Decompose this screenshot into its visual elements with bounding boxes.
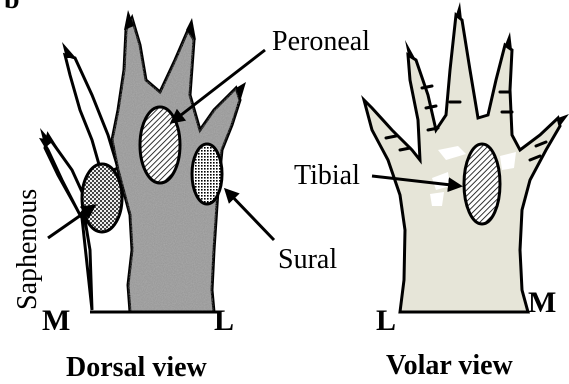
sural-label: Sural [278,244,337,275]
volar-paw-outline [364,15,560,312]
figure-label: b [4,0,20,15]
sural-arrow [226,190,274,240]
peroneal-territory [140,107,180,183]
volar-paw: Tibial L M Volar view [294,2,569,381]
dorsal-medial-label: M [42,304,70,337]
sural-territory [192,144,222,204]
dorsal-paw: Peroneal Sural Saphenous M L Dorsal view [12,10,370,383]
saphenous-label: Saphenous [12,189,43,310]
volar-caption: Volar view [386,350,514,381]
dorsal-caption: Dorsal view [66,352,208,383]
dorsal-digit-2 [65,55,118,175]
tibial-territory [464,144,500,224]
saphenous-territory [82,164,122,232]
volar-lateral-label: L [376,304,396,337]
volar-medial-label: M [528,286,556,319]
peroneal-label: Peroneal [272,26,370,57]
dorsal-lateral-label: L [214,304,234,337]
volar-claw-5 [558,114,569,126]
tibial-label: Tibial [294,160,360,191]
